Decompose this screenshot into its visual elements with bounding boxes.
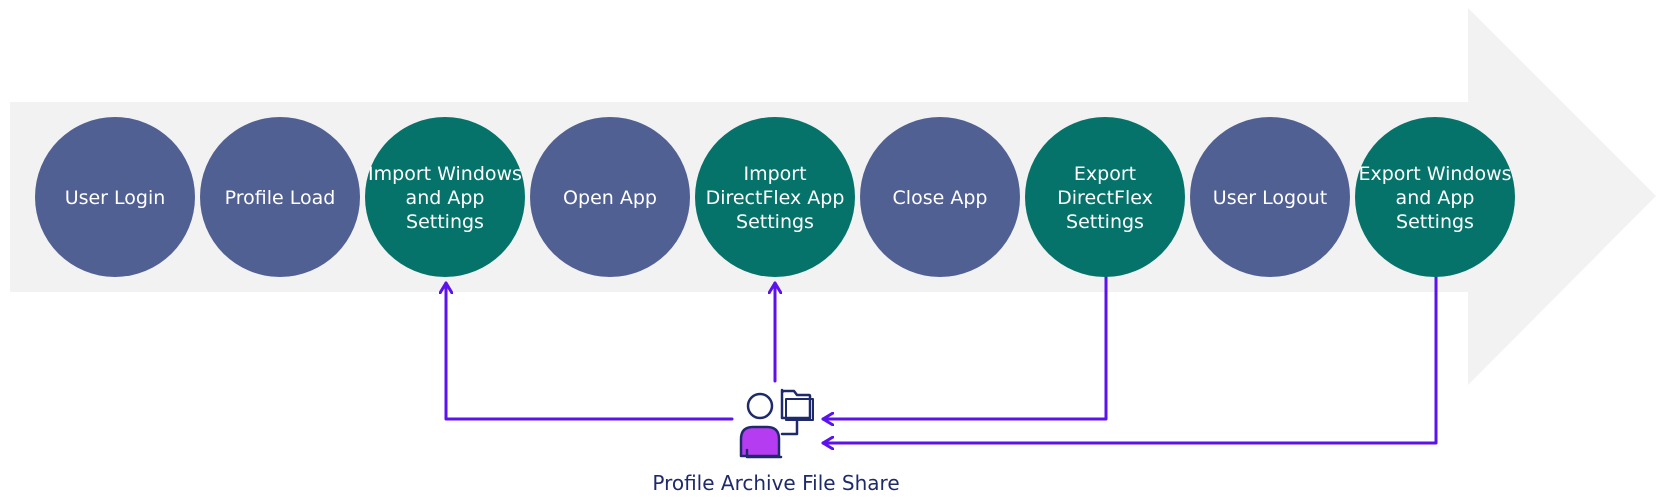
step-circle — [1190, 117, 1350, 277]
step-label: Profile Load — [225, 187, 336, 209]
file-share-label: Profile Archive File Share — [652, 471, 899, 495]
connector-lines — [446, 275, 1438, 443]
step-open-app: Open App — [530, 117, 690, 277]
step-label: Open App — [563, 187, 657, 209]
step-circle — [35, 117, 195, 277]
connector-from-export-directflex — [821, 275, 1108, 419]
connector-to-import-windows — [446, 281, 734, 421]
step-label: User Logout — [1213, 187, 1327, 209]
step-circle — [1355, 117, 1515, 277]
step-circle — [860, 117, 1020, 277]
connector-from-export-windows — [821, 275, 1438, 443]
step-circle — [695, 117, 855, 277]
user-folder-icon — [739, 388, 814, 459]
step-circle — [530, 117, 690, 277]
step-circle — [365, 117, 525, 277]
step-user-logout: User Logout — [1190, 117, 1350, 277]
step-label: User Login — [65, 187, 166, 209]
step-circle — [200, 117, 360, 277]
step-profile-load: Profile Load — [200, 117, 360, 277]
step-circle — [1025, 117, 1185, 277]
step-label: Close App — [893, 187, 988, 209]
step-close-app: Close App — [860, 117, 1020, 277]
step-user-login: User Login — [35, 117, 195, 277]
